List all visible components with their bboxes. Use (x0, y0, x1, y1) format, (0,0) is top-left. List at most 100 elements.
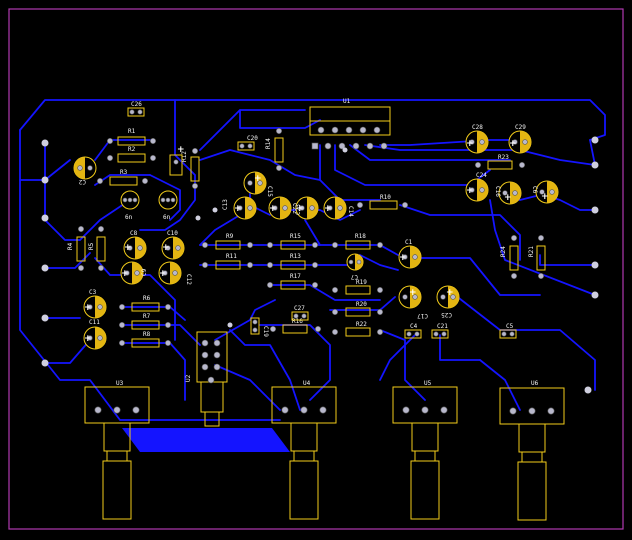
capacitor-c15: C15+ (243, 171, 273, 197)
resistor-r22: R22 (331, 321, 383, 337)
svg-text:R18: R18 (355, 233, 366, 240)
svg-text:+: + (446, 288, 454, 298)
capacitor-c20: C20 (237, 135, 258, 151)
svg-text:R1: R1 (128, 128, 136, 135)
svg-text:C20: C20 (247, 135, 258, 142)
svg-text:R8: R8 (143, 331, 151, 338)
svg-text:+: + (121, 269, 129, 279)
capacitor-c24: C24+ (465, 172, 489, 202)
svg-text:R4: R4 (67, 242, 74, 250)
copper-pour (122, 428, 290, 452)
svg-text:R3: R3 (120, 169, 128, 176)
svg-text:R7: R7 (143, 313, 151, 320)
capacitor-plus-marker: + (169, 145, 185, 176)
svg-text:C3: C3 (89, 289, 97, 296)
capacitor-c23: C23+ (295, 196, 319, 220)
svg-text:C9: C9 (141, 268, 148, 276)
svg-text:R23: R23 (498, 154, 509, 161)
svg-text:R22: R22 (356, 321, 367, 328)
capacitor-c6: C6+ (531, 180, 559, 204)
pot-u6: U6 (499, 380, 565, 521)
capacitor-c5: C5 (499, 323, 517, 339)
resistor-r14: R14 (265, 128, 284, 172)
svg-text:C27: C27 (294, 305, 305, 312)
svg-text:+: + (177, 145, 185, 155)
svg-text:+: + (269, 204, 277, 214)
capacitor-c4: C4 (404, 323, 422, 339)
svg-text:C19: C19 (262, 326, 269, 337)
svg-text:R24: R24 (500, 246, 507, 257)
pot-u4: U4 (271, 380, 337, 520)
svg-text:R6: R6 (143, 295, 151, 302)
capacitor-c26: C26 (127, 101, 145, 117)
resistor-r9: R9 (202, 233, 254, 250)
svg-text:R16: R16 (292, 318, 303, 325)
resistor-r1: R1 (107, 128, 157, 146)
svg-text:+: + (84, 303, 92, 313)
svg-text:R21: R21 (528, 246, 535, 257)
svg-text:C4: C4 (410, 323, 418, 330)
pot-u5: U5 (392, 380, 458, 520)
resistor-r18: R18 (331, 233, 383, 250)
svg-text:R2: R2 (128, 146, 136, 153)
svg-text:C17: C17 (417, 312, 428, 319)
svg-text:+: + (124, 243, 132, 253)
resistor-r24: R24 (500, 235, 519, 279)
svg-text:+: + (159, 269, 167, 279)
capacitor-c8: C8+ (123, 230, 147, 260)
resistor-r7: R7 (119, 313, 172, 330)
svg-text:C6: C6 (531, 186, 538, 194)
svg-text:U2: U2 (185, 374, 192, 382)
pot-u3: U3 (84, 380, 150, 520)
svg-text:C10: C10 (167, 230, 178, 237)
resistor-r2: R2 (107, 146, 157, 163)
svg-text:R19: R19 (356, 279, 367, 286)
resistor-r20: R20 (331, 301, 383, 317)
resistor-r6: R6 (119, 295, 172, 312)
resistors: R1 R2 R3 R4 R5 R6 R7 R8 R9 R10 R11 R12 R… (67, 128, 546, 348)
svg-text:C21: C21 (437, 323, 448, 330)
resistor-r12: R12 (181, 148, 200, 190)
svg-text:U6: U6 (531, 380, 539, 387)
capacitor-c2: C2 (73, 156, 97, 185)
svg-text:R17: R17 (290, 273, 301, 280)
resistor-r13: R13 (266, 253, 318, 270)
svg-text:+: + (162, 243, 170, 253)
svg-text:C29: C29 (515, 124, 526, 131)
svg-text:C15: C15 (266, 186, 273, 197)
capacitor-c14: C14+ (323, 196, 354, 220)
svg-text:+: + (466, 186, 474, 196)
svg-text:+: + (541, 192, 549, 202)
vias (41, 136, 599, 394)
svg-text:R9: R9 (226, 233, 234, 240)
capacitor-c11: C11+ (83, 319, 107, 350)
board-outline (8, 8, 624, 530)
svg-text:6n: 6n (163, 214, 171, 221)
electrolytic-capacitors: C2 C8+ C10+ +C9 +C12 C3+ C11+ C13+ C15+ … (73, 124, 559, 350)
svg-text:R11: R11 (226, 253, 237, 260)
resistor-r19: R19 (331, 279, 383, 295)
capacitor-c17: C17+ (398, 285, 428, 319)
resistor-r15: R15 (266, 233, 318, 250)
svg-text:C22: C22 (291, 203, 298, 214)
svg-text:C11: C11 (89, 319, 100, 326)
resistor-r21: R21 (528, 235, 546, 279)
capacitor-c1: C1+ (398, 239, 422, 269)
capacitor-c21: C21 (431, 323, 449, 339)
svg-text:U3: U3 (116, 380, 124, 387)
resistor-r23: R23 (474, 154, 525, 170)
svg-text:C24: C24 (476, 172, 487, 179)
svg-text:U4: U4 (303, 380, 311, 387)
capacitor-c25: C25+ (436, 285, 460, 318)
svg-text:C23: C23 (295, 204, 302, 215)
resistor-r3: R3 (97, 169, 149, 186)
capacitor-c22: C22 + (268, 196, 298, 220)
capacitor-c28: C28+ (465, 124, 489, 154)
svg-text:C13: C13 (222, 199, 229, 210)
resistor-r17: R17 (266, 273, 318, 290)
svg-text:R14: R14 (265, 138, 272, 149)
resistor-r5: R5 (88, 226, 106, 271)
svg-text:R10: R10 (380, 194, 391, 201)
svg-text:U5: U5 (424, 380, 432, 387)
